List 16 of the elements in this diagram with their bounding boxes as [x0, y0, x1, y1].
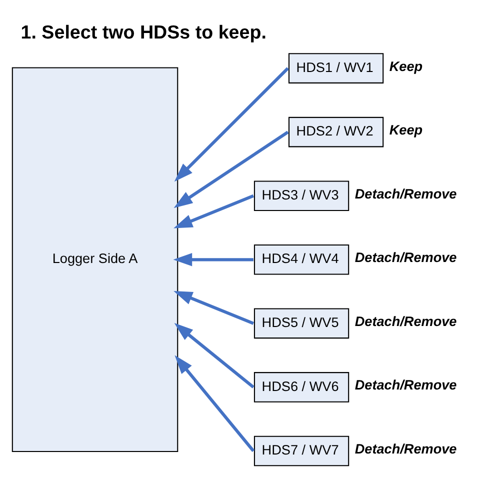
arrow	[174, 66, 290, 182]
node-label: Detach/Remove	[354, 313, 457, 328]
diagram-title: 1. Select two HDSs to keep.	[20, 20, 266, 42]
arrow	[174, 130, 289, 208]
node-label: Detach/Remove	[354, 377, 457, 392]
node-label: Detach/Remove	[354, 441, 457, 456]
node-label: Detach/Remove	[354, 186, 457, 201]
node-box: Logger Side A	[12, 66, 178, 452]
arrow	[174, 322, 254, 388]
arrow	[174, 194, 254, 228]
node-label: Keep	[389, 122, 423, 138]
node-label: Keep	[389, 58, 423, 74]
arrow	[174, 290, 254, 324]
arrow	[174, 354, 255, 452]
arrow	[173, 252, 254, 266]
node-label: Detach/Remove	[354, 250, 457, 265]
